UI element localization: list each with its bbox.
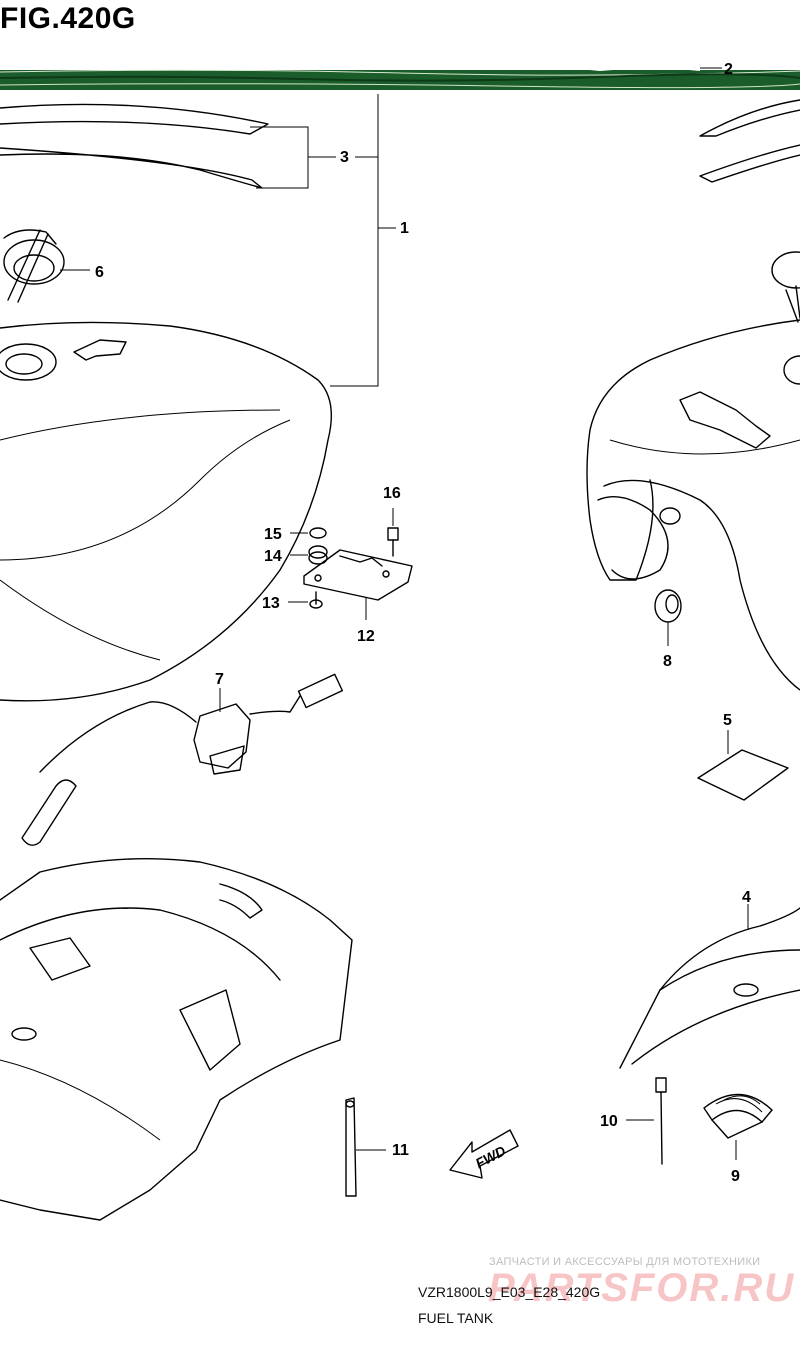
part-4-rear-cover xyxy=(619,904,800,1069)
callout-11: 11 xyxy=(392,1142,409,1159)
callout-1: 1 xyxy=(400,220,409,237)
part-6-fuel-cap xyxy=(3,229,90,303)
watermark-tagline: ЗАПЧАСТИ И АКСЕССУАРЫ ДЛЯ МОТОТЕХНИКИ xyxy=(489,1256,761,1268)
part-7-fuel-sender xyxy=(21,673,344,846)
callout-13: 13 xyxy=(262,595,280,612)
fwd-label: FWD xyxy=(473,1142,509,1171)
part-5-label xyxy=(697,730,789,801)
callout-16: 16 xyxy=(383,485,401,502)
callout-2: 2 xyxy=(724,61,733,78)
watermark-brand: PARTSFOR.RU xyxy=(488,1266,796,1310)
header-band xyxy=(0,68,800,90)
part-16-bolt xyxy=(387,508,399,557)
footer-model-code: VZR1800L9_E03_E28_420G xyxy=(418,1284,601,1300)
part-1-fuel-tank-left xyxy=(0,321,333,702)
callout-14: 14 xyxy=(264,548,282,565)
part-12-bracket xyxy=(303,549,413,620)
callout-7: 7 xyxy=(215,671,224,688)
part-13-screw xyxy=(288,591,323,609)
callout-4: 4 xyxy=(742,889,751,906)
callout-15: 15 xyxy=(264,526,282,543)
figure-title: FIG.420G xyxy=(0,2,136,35)
part-8-grommet xyxy=(654,589,682,646)
part-1-fuel-tank-right xyxy=(586,319,800,691)
part-9-clamp xyxy=(703,1093,773,1160)
part-11-band xyxy=(345,1097,386,1197)
part-14-cushion xyxy=(290,545,328,565)
callout-12: 12 xyxy=(357,628,375,645)
callout-3: 3 xyxy=(340,149,349,166)
footer-caption: FUEL TANK xyxy=(418,1310,494,1326)
part-3-stripe-right xyxy=(699,99,800,183)
part-10-cable-tie xyxy=(626,1077,667,1165)
forward-direction-arrow: FWD xyxy=(449,1129,519,1179)
callout-8: 8 xyxy=(663,653,672,670)
part-3-stripe-left xyxy=(0,103,269,189)
callout-9: 9 xyxy=(731,1168,740,1185)
tank-cover-lower xyxy=(0,857,353,1221)
callout-6: 6 xyxy=(95,264,104,281)
callout-10: 10 xyxy=(600,1113,618,1130)
callout-5: 5 xyxy=(723,712,732,729)
callout-leaders-top xyxy=(250,94,396,387)
part-6-fuel-cap-right xyxy=(771,251,800,323)
part-15-nut xyxy=(290,527,327,539)
